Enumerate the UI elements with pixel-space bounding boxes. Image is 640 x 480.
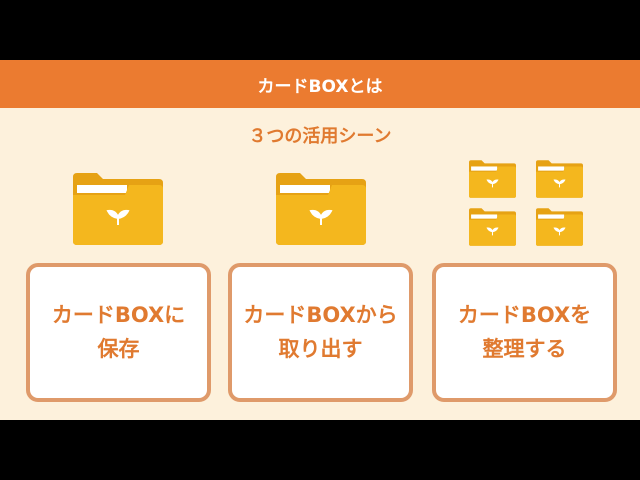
folder-icon-small	[536, 208, 583, 246]
scene-card-retrieve: カードBOXから取り出す	[228, 263, 413, 402]
folder-icon	[276, 173, 366, 245]
folder-icon-small	[469, 160, 516, 198]
header-bar: カードBOXとは	[0, 60, 640, 108]
folder-icon	[73, 173, 163, 245]
card-line: カードBOXに	[51, 302, 186, 327]
card-line: カードBOXを	[457, 302, 592, 327]
card-line: 取り出す	[278, 336, 363, 361]
card-line: 保存	[97, 336, 140, 361]
subtitle: ３つの活用シーン	[248, 126, 392, 147]
scene-card-organize: カードBOXを整理する	[432, 263, 617, 402]
scene-card-save: カードBOXに保存	[26, 263, 211, 402]
card-line: 整理する	[482, 336, 567, 361]
card-line: カードBOXから	[243, 302, 398, 327]
folder-icon-small	[469, 208, 516, 246]
folder-icon-small	[536, 160, 583, 198]
header-title: カードBOXとは	[257, 76, 383, 97]
